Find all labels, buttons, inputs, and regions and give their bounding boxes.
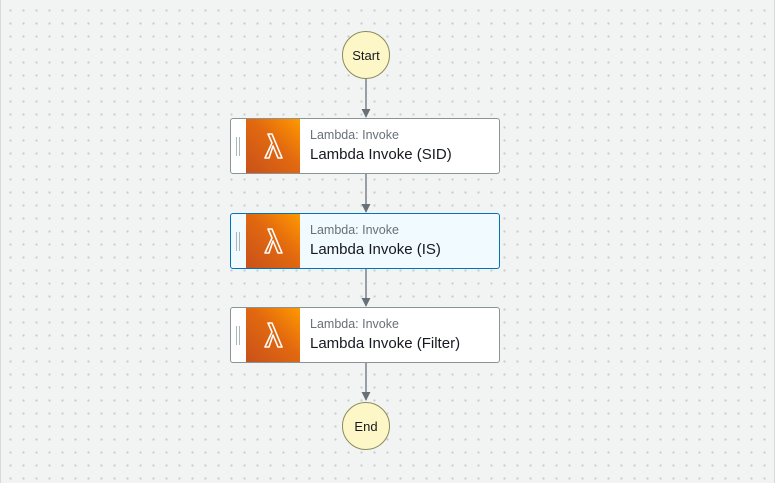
- state-lambda-invoke-sid[interactable]: Lambda: Invoke Lambda Invoke (SID): [230, 118, 500, 174]
- start-label: Start: [352, 47, 380, 63]
- state-lambda-invoke-filter[interactable]: Lambda: Invoke Lambda Invoke (Filter): [230, 307, 500, 363]
- drag-handle-icon[interactable]: [231, 214, 246, 268]
- state-lambda-invoke-is[interactable]: Lambda: Invoke Lambda Invoke (IS): [230, 213, 500, 269]
- start-node[interactable]: Start: [342, 31, 390, 79]
- lambda-icon: [246, 308, 300, 362]
- lambda-icon: [246, 119, 300, 173]
- state-name-label: Lambda Invoke (IS): [310, 241, 441, 258]
- drag-handle-icon[interactable]: [231, 119, 246, 173]
- canvas-left-border: [0, 0, 1, 483]
- state-type-label: Lambda: Invoke: [310, 223, 399, 237]
- state-name-label: Lambda Invoke (SID): [310, 146, 452, 163]
- state-type-label: Lambda: Invoke: [310, 128, 399, 142]
- lambda-icon: [246, 214, 300, 268]
- state-type-label: Lambda: Invoke: [310, 317, 399, 331]
- end-label: End: [354, 418, 378, 434]
- drag-handle-icon[interactable]: [231, 308, 246, 362]
- end-node[interactable]: End: [342, 402, 390, 450]
- state-name-label: Lambda Invoke (Filter): [310, 335, 461, 352]
